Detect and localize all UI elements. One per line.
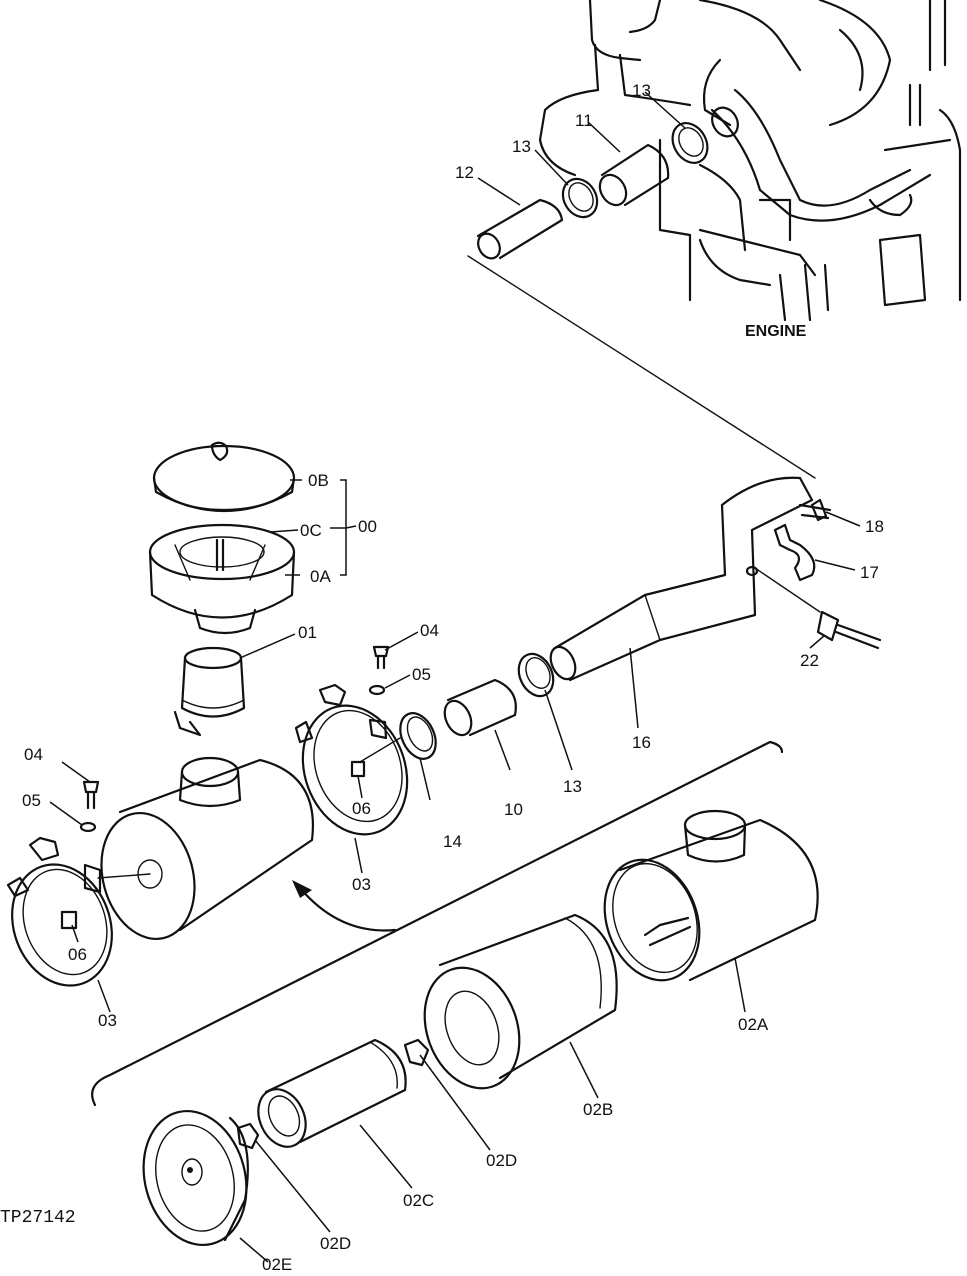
figure-id: TP27142: [0, 1208, 76, 1228]
bracket-and-sensor: [745, 498, 882, 650]
label-02E: 02E: [262, 1255, 292, 1274]
outer-filter-element-02B: [423, 913, 618, 1090]
filter-housing-installed: [97, 756, 314, 941]
label-11: 11: [575, 111, 593, 130]
label-02D-upper: 02D: [486, 1151, 517, 1170]
label-18: 18: [865, 517, 884, 536]
label-13-top-right: 13: [632, 81, 651, 100]
engine-label: ENGINE: [745, 323, 807, 340]
label-13-mid: 13: [563, 777, 582, 796]
label-13-top-left: 13: [512, 137, 531, 156]
label-14: 14: [443, 832, 462, 851]
precleaner-cap-assembly: [148, 441, 296, 635]
engine-drawing: [538, 0, 962, 322]
label-04-left: 04: [24, 745, 43, 764]
label-00: 00: [358, 517, 377, 536]
label-05-left: 05: [22, 791, 41, 810]
label-10: 10: [504, 800, 523, 819]
label-0A: 0A: [310, 567, 331, 586]
label-02B: 02B: [583, 1100, 613, 1119]
label-02D-lower: 02D: [320, 1234, 351, 1253]
inner-filter-element-02C: [257, 1038, 407, 1148]
leader-lines: [49, 91, 861, 1263]
exploded-view-bracket: [91, 740, 784, 1107]
label-22: 22: [800, 651, 819, 670]
band-clamp-right: [294, 645, 409, 836]
label-02A: 02A: [738, 1015, 769, 1034]
label-05-right: 05: [412, 665, 431, 684]
label-02C: 02C: [403, 1191, 434, 1210]
label-12: 12: [455, 163, 474, 182]
part-labels: ENGINE 0B 0C 00 0A 01 12 13 11 13 04 05 …: [0, 81, 884, 1274]
label-01: 01: [298, 623, 317, 642]
filter-housing-02A: [603, 809, 819, 982]
end-cover-02E: [142, 1109, 249, 1247]
label-06-left: 06: [68, 945, 87, 964]
lower-hose-assembly: [399, 476, 814, 760]
label-0B: 0B: [308, 471, 329, 490]
elbow-hose-01: [173, 646, 246, 737]
band-clamp-left: [6, 780, 113, 987]
label-17: 17: [860, 563, 879, 582]
wing-nuts-02D: [236, 1038, 430, 1150]
upper-hose-assembly: [467, 106, 816, 479]
label-0C: 0C: [300, 521, 322, 540]
label-16: 16: [632, 733, 651, 752]
label-04-right: 04: [420, 621, 439, 640]
label-03-left: 03: [98, 1011, 117, 1030]
label-03-right: 03: [352, 875, 371, 894]
label-06-right: 06: [352, 799, 371, 818]
